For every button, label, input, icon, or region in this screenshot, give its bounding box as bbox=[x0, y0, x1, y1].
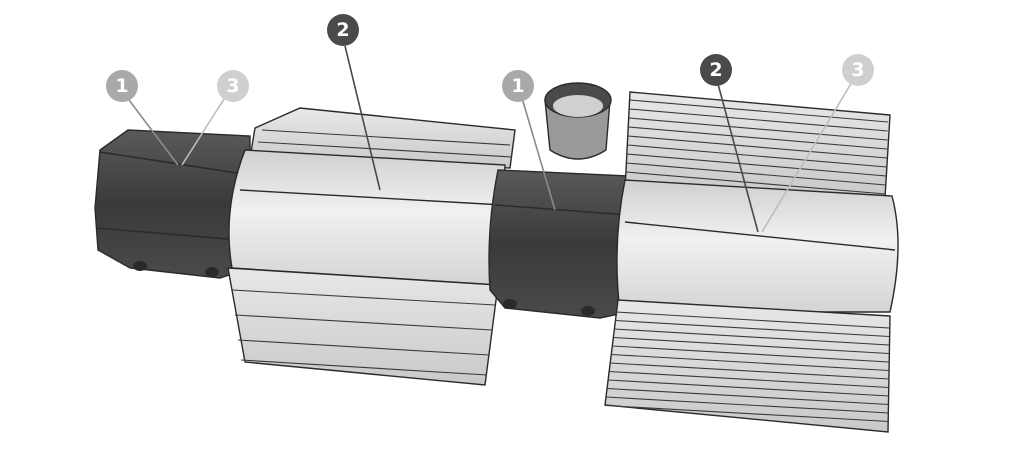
callout-right-2-label: 2 bbox=[709, 59, 722, 81]
fin-line bbox=[626, 162, 886, 186]
fin-line bbox=[606, 387, 890, 406]
callout-right-1-label: 1 bbox=[511, 75, 524, 97]
fin-line bbox=[610, 353, 890, 372]
callout-left-3-circle bbox=[217, 70, 249, 102]
left-bottom-fins bbox=[227, 267, 499, 386]
callout-left-2-circle bbox=[327, 14, 359, 46]
fin-line bbox=[609, 362, 890, 380]
center-coupling bbox=[488, 82, 631, 319]
leader-right-2 bbox=[717, 83, 759, 233]
fin-line bbox=[625, 171, 886, 195]
callout-left-3-label: 3 bbox=[226, 75, 239, 97]
left-housing bbox=[94, 107, 516, 386]
leader-left-3 bbox=[181, 95, 227, 166]
fin-line bbox=[604, 404, 890, 423]
right-housing bbox=[604, 91, 899, 433]
leader-right-3 bbox=[761, 81, 853, 233]
leader-right-1 bbox=[521, 97, 556, 211]
callout-left-1: 1 bbox=[106, 70, 138, 102]
fin-line bbox=[627, 144, 887, 168]
bolt-icon bbox=[581, 306, 595, 316]
fin-line bbox=[628, 117, 888, 141]
bolt-icon bbox=[133, 261, 147, 271]
fin-line bbox=[626, 153, 887, 177]
leader-left-1 bbox=[125, 95, 179, 166]
left-dark-cap bbox=[94, 129, 251, 279]
fin-line bbox=[627, 135, 887, 159]
fin-line bbox=[629, 99, 889, 123]
fin-line bbox=[612, 336, 890, 355]
callout-left-3: 3 bbox=[217, 70, 249, 102]
fin-line bbox=[608, 370, 890, 389]
callout-right-2-circle bbox=[700, 54, 732, 86]
callout-left-2: 2 bbox=[327, 14, 359, 46]
callout-right-1: 1 bbox=[502, 70, 534, 102]
fin-line bbox=[614, 319, 890, 338]
fin-line bbox=[613, 328, 890, 346]
fin-line bbox=[611, 345, 890, 363]
callout-right-3-label: 3 bbox=[851, 59, 864, 81]
callout-left-2-label: 2 bbox=[336, 19, 349, 41]
fin-line bbox=[628, 126, 888, 150]
center-dark-sleeve bbox=[488, 169, 631, 319]
fin-line bbox=[607, 379, 890, 397]
callout-right-1-circle bbox=[502, 70, 534, 102]
callout-right-2: 2 bbox=[700, 54, 732, 86]
callout-left-1-label: 1 bbox=[115, 75, 128, 97]
fin-line bbox=[615, 311, 890, 329]
left-light-shell bbox=[228, 149, 506, 286]
bolt-icon bbox=[205, 267, 219, 277]
leader-left-2 bbox=[344, 45, 381, 191]
callout-left-1-circle bbox=[106, 70, 138, 102]
callout-right-3: 3 bbox=[842, 54, 874, 86]
fin-line bbox=[629, 108, 888, 132]
callout-right-3-circle bbox=[842, 54, 874, 86]
fin-line bbox=[605, 396, 890, 414]
bolt-icon bbox=[503, 299, 517, 309]
leader-lines bbox=[125, 45, 853, 233]
